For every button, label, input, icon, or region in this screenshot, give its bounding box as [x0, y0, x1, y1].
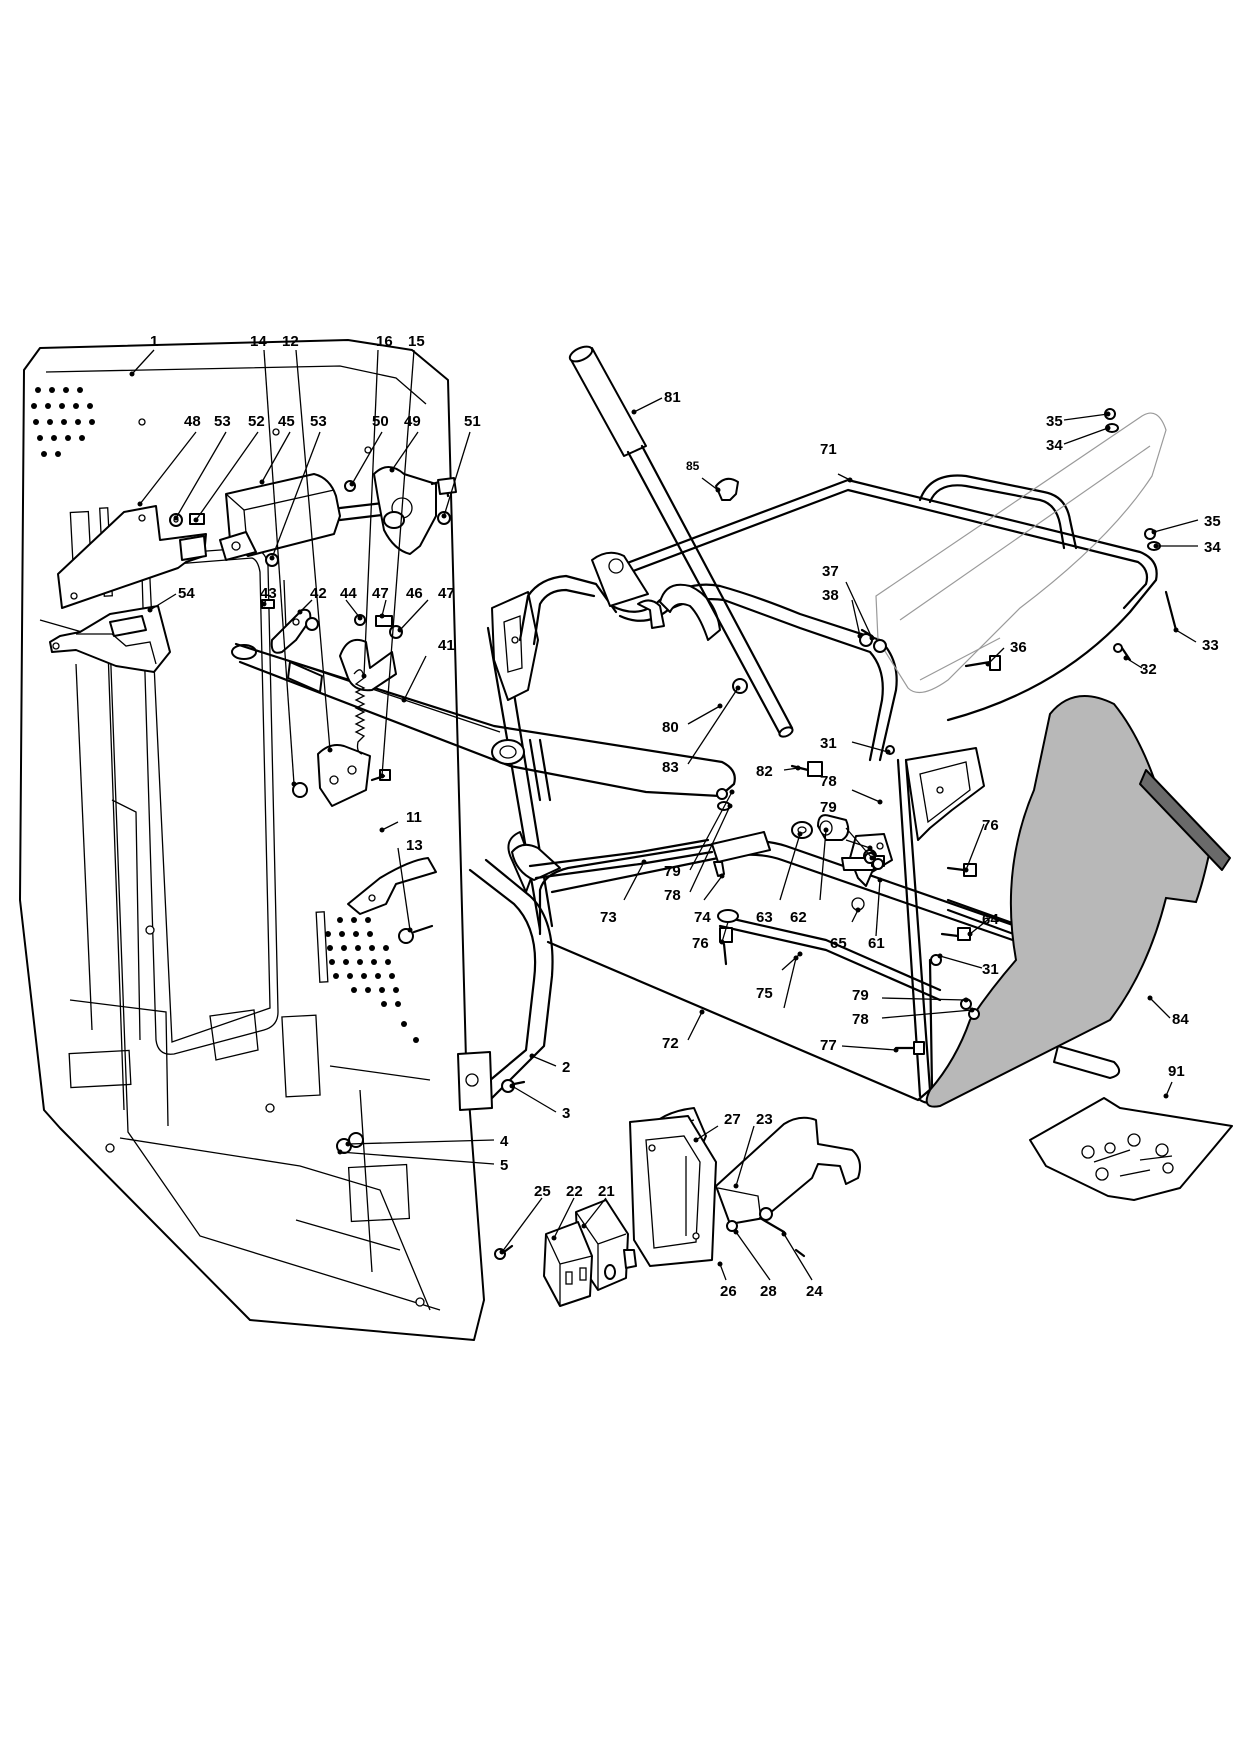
- callout-38: 38: [822, 587, 839, 604]
- callout-31: 31: [982, 961, 999, 978]
- callout-72: 72: [662, 1035, 679, 1052]
- hardware-bag-part-91: [1029, 1097, 1233, 1201]
- callout-22: 22: [566, 1183, 583, 1200]
- callout-14: 14: [250, 333, 267, 350]
- vent-holes-left: [31, 387, 95, 457]
- callout-15: 15: [408, 333, 425, 350]
- callout-52: 52: [248, 413, 265, 430]
- callout-44: 44: [340, 585, 357, 602]
- bracket-part-54: [49, 605, 171, 673]
- callout-2: 2: [562, 1059, 570, 1076]
- callout-36: 36: [1010, 639, 1027, 656]
- callout-34: 34: [1046, 437, 1063, 454]
- callout-78: 78: [664, 887, 681, 904]
- bracket-part-42: [270, 608, 312, 654]
- callout-79: 79: [852, 987, 869, 1004]
- callout-79: 79: [820, 799, 837, 816]
- callout-76: 76: [692, 935, 709, 952]
- callout-27: 27: [724, 1111, 741, 1128]
- callout-81: 81: [664, 389, 681, 406]
- callout-37: 37: [822, 563, 839, 580]
- yoke-part-80: [518, 551, 898, 762]
- shaft-part-41: [231, 638, 736, 798]
- lever-part-81: [568, 345, 794, 738]
- vent-holes-right: [325, 917, 419, 1043]
- plug-part-85: [715, 477, 739, 501]
- grass-bag-part-84: [925, 695, 1231, 1108]
- callout-23: 23: [756, 1111, 773, 1128]
- callout-84: 84: [1172, 1011, 1189, 1028]
- callout-64: 64: [982, 911, 999, 928]
- callout-labels: 48 53 52 45 53 50 49 51 54 43 42 44 47 4…: [150, 333, 1221, 1300]
- callout-47: 47: [438, 585, 455, 602]
- switch-part-22: [543, 1221, 593, 1307]
- callout-16: 16: [376, 333, 393, 350]
- callout-63: 63: [756, 909, 773, 926]
- leader-lines: [129, 349, 1199, 1281]
- callout-78: 78: [852, 1011, 869, 1028]
- bracket-part-11: [347, 857, 437, 915]
- callout-91: 91: [1168, 1063, 1185, 1080]
- transparent-cover: [875, 412, 1167, 694]
- callout-49: 49: [404, 413, 421, 430]
- lever-part-23: [715, 1116, 861, 1234]
- callout-5: 5: [500, 1157, 508, 1174]
- callout-65: 65: [830, 935, 847, 952]
- box-part-26: [629, 1115, 717, 1267]
- plate-part-48: [57, 505, 207, 609]
- callout-4: 4: [500, 1133, 509, 1150]
- callout-43: 43: [260, 585, 277, 602]
- callout-85: 85: [686, 459, 700, 473]
- callout-79: 79: [664, 863, 681, 880]
- callout-78: 78: [820, 773, 837, 790]
- rod-part-75: [717, 909, 942, 1002]
- callout-51: 51: [464, 413, 481, 430]
- bracket-part-12: [317, 744, 371, 807]
- callout-62: 62: [790, 909, 807, 926]
- fasteners: [169, 408, 1178, 1260]
- callout-46: 46: [406, 585, 423, 602]
- callout-35: 35: [1204, 513, 1221, 530]
- callout-73: 73: [600, 909, 617, 926]
- callout-1: 1: [150, 333, 158, 350]
- callout-13: 13: [406, 837, 423, 854]
- callout-41: 41: [438, 637, 455, 654]
- spring-part-16: [353, 669, 366, 755]
- callout-42: 42: [310, 585, 327, 602]
- callout-48: 48: [184, 413, 201, 430]
- callout-75: 75: [756, 985, 773, 1002]
- callout-47: 47: [372, 585, 389, 602]
- callout-80: 80: [662, 719, 679, 736]
- callout-54: 54: [178, 585, 195, 602]
- callout-21: 21: [598, 1183, 615, 1200]
- callout-50: 50: [372, 413, 389, 430]
- callout-53: 53: [310, 413, 327, 430]
- callout-11: 11: [406, 809, 422, 826]
- bracket-part-49: [373, 466, 457, 555]
- callout-76: 76: [982, 817, 999, 834]
- callout-12: 12: [282, 333, 299, 350]
- callout-33: 33: [1202, 637, 1219, 654]
- callout-3: 3: [562, 1105, 570, 1122]
- callout-32: 32: [1140, 661, 1157, 678]
- callout-83: 83: [662, 759, 679, 776]
- callout-26: 26: [720, 1283, 737, 1300]
- callout-45: 45: [278, 413, 295, 430]
- callout-53: 53: [214, 413, 231, 430]
- rod-part-73: [511, 838, 714, 881]
- plate-part-74: [711, 831, 771, 877]
- callout-24: 24: [806, 1283, 823, 1300]
- callout-25: 25: [534, 1183, 551, 1200]
- callout-34: 34: [1204, 539, 1221, 556]
- callout-31: 31: [820, 735, 837, 752]
- callout-28: 28: [760, 1283, 777, 1300]
- callout-61: 61: [868, 935, 885, 952]
- callout-77: 77: [820, 1037, 837, 1054]
- callout-82: 82: [756, 763, 773, 780]
- callout-74: 74: [694, 909, 711, 926]
- callout-35: 35: [1046, 413, 1063, 430]
- callout-71: 71: [820, 441, 837, 458]
